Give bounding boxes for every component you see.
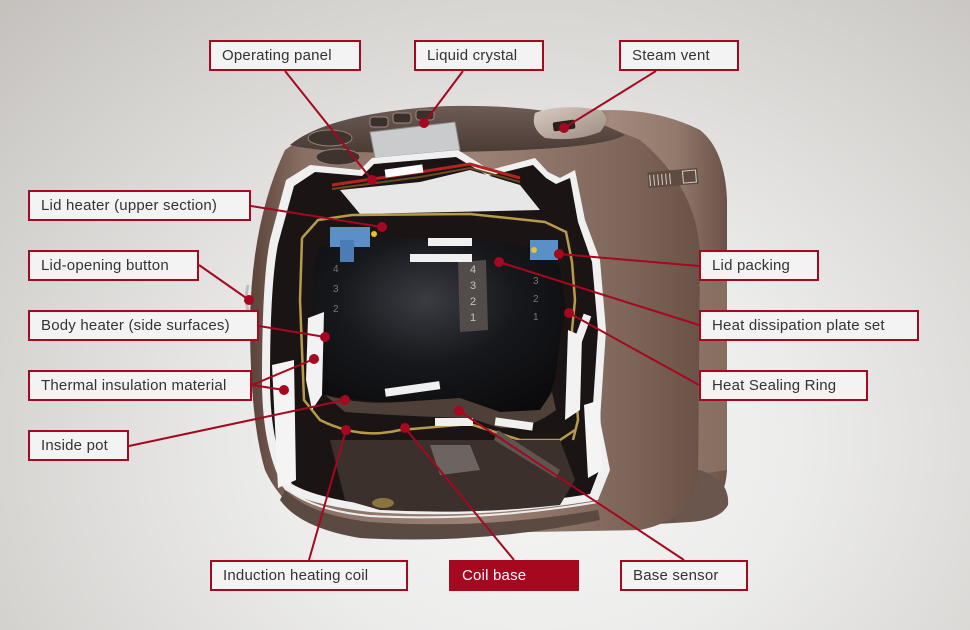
svg-text:4: 4 (333, 264, 339, 275)
callout-dot-lid-heater (377, 222, 387, 232)
leader-line-lid-packing (558, 253, 700, 267)
callout-dot-inside-pot (340, 395, 350, 405)
leader-line-thermal-insulation (251, 384, 285, 391)
leader-line-base-sensor (458, 410, 685, 561)
label-steam-vent[interactable]: Steam vent (619, 40, 739, 71)
leader-line-thermal-insulation (251, 358, 315, 386)
svg-text:4: 4 (470, 264, 476, 276)
svg-text:2: 2 (533, 294, 539, 305)
svg-text:1: 1 (533, 312, 539, 323)
leader-line-heat-dissipation-plate (498, 261, 700, 326)
label-inside-pot[interactable]: Inside pot (28, 430, 129, 461)
svg-text:3: 3 (533, 276, 539, 287)
callout-dot-operating-panel (367, 175, 377, 185)
label-lid-packing[interactable]: Lid packing (699, 250, 819, 281)
label-liquid-crystal[interactable]: Liquid crystal (414, 40, 544, 71)
label-induction-heating-coil[interactable]: Induction heating coil (210, 560, 408, 591)
label-base-sensor[interactable]: Base sensor (620, 560, 748, 591)
leader-line-operating-panel (284, 70, 373, 181)
svg-text:2: 2 (333, 304, 339, 315)
svg-text:3: 3 (470, 280, 476, 292)
callout-dot-thermal-insulation (309, 354, 319, 364)
leader-line-liquid-crystal (423, 70, 464, 124)
label-body-heater[interactable]: Body heater (side surfaces) (28, 310, 259, 341)
label-heat-dissipation-plate[interactable]: Heat dissipation plate set (699, 310, 919, 341)
label-lid-heater[interactable]: Lid heater (upper section) (28, 190, 251, 221)
callout-dot-induction-heating-coil (341, 425, 351, 435)
callout-dot-base-sensor (454, 406, 464, 416)
leader-line-coil-base (404, 427, 515, 561)
svg-text:2: 2 (470, 296, 476, 308)
leader-line-lid-heater (250, 205, 383, 228)
callout-dot-coil-base (400, 423, 410, 433)
leader-line-steam-vent (563, 70, 657, 129)
label-coil-base[interactable]: Coil base (449, 560, 579, 591)
leader-line-body-heater (258, 325, 326, 338)
callout-dot-lid-packing (554, 249, 564, 259)
callout-dot-liquid-crystal (419, 118, 429, 128)
leader-line-lid-opening-button (198, 264, 250, 301)
label-heat-sealing-ring[interactable]: Heat Sealing Ring (699, 370, 868, 401)
inner-pot (312, 238, 566, 417)
leader-line-induction-heating-coil (308, 429, 347, 561)
callout-dot-body-heater (320, 332, 330, 342)
callout-dot-steam-vent (559, 123, 569, 133)
callout-dot-thermal-insulation (279, 385, 289, 395)
svg-text:1: 1 (470, 312, 476, 324)
callout-dot-heat-dissipation-plate (494, 257, 504, 267)
leader-line-heat-sealing-ring (568, 312, 700, 386)
leader-line-inside-pot (128, 399, 346, 447)
label-operating-panel[interactable]: Operating panel (209, 40, 361, 71)
svg-text:3: 3 (333, 284, 339, 295)
callout-dot-lid-opening-button (244, 295, 254, 305)
label-thermal-insulation[interactable]: Thermal insulation material (28, 370, 252, 401)
callout-dot-heat-sealing-ring (564, 308, 574, 318)
label-lid-opening-button[interactable]: Lid-opening button (28, 250, 199, 281)
